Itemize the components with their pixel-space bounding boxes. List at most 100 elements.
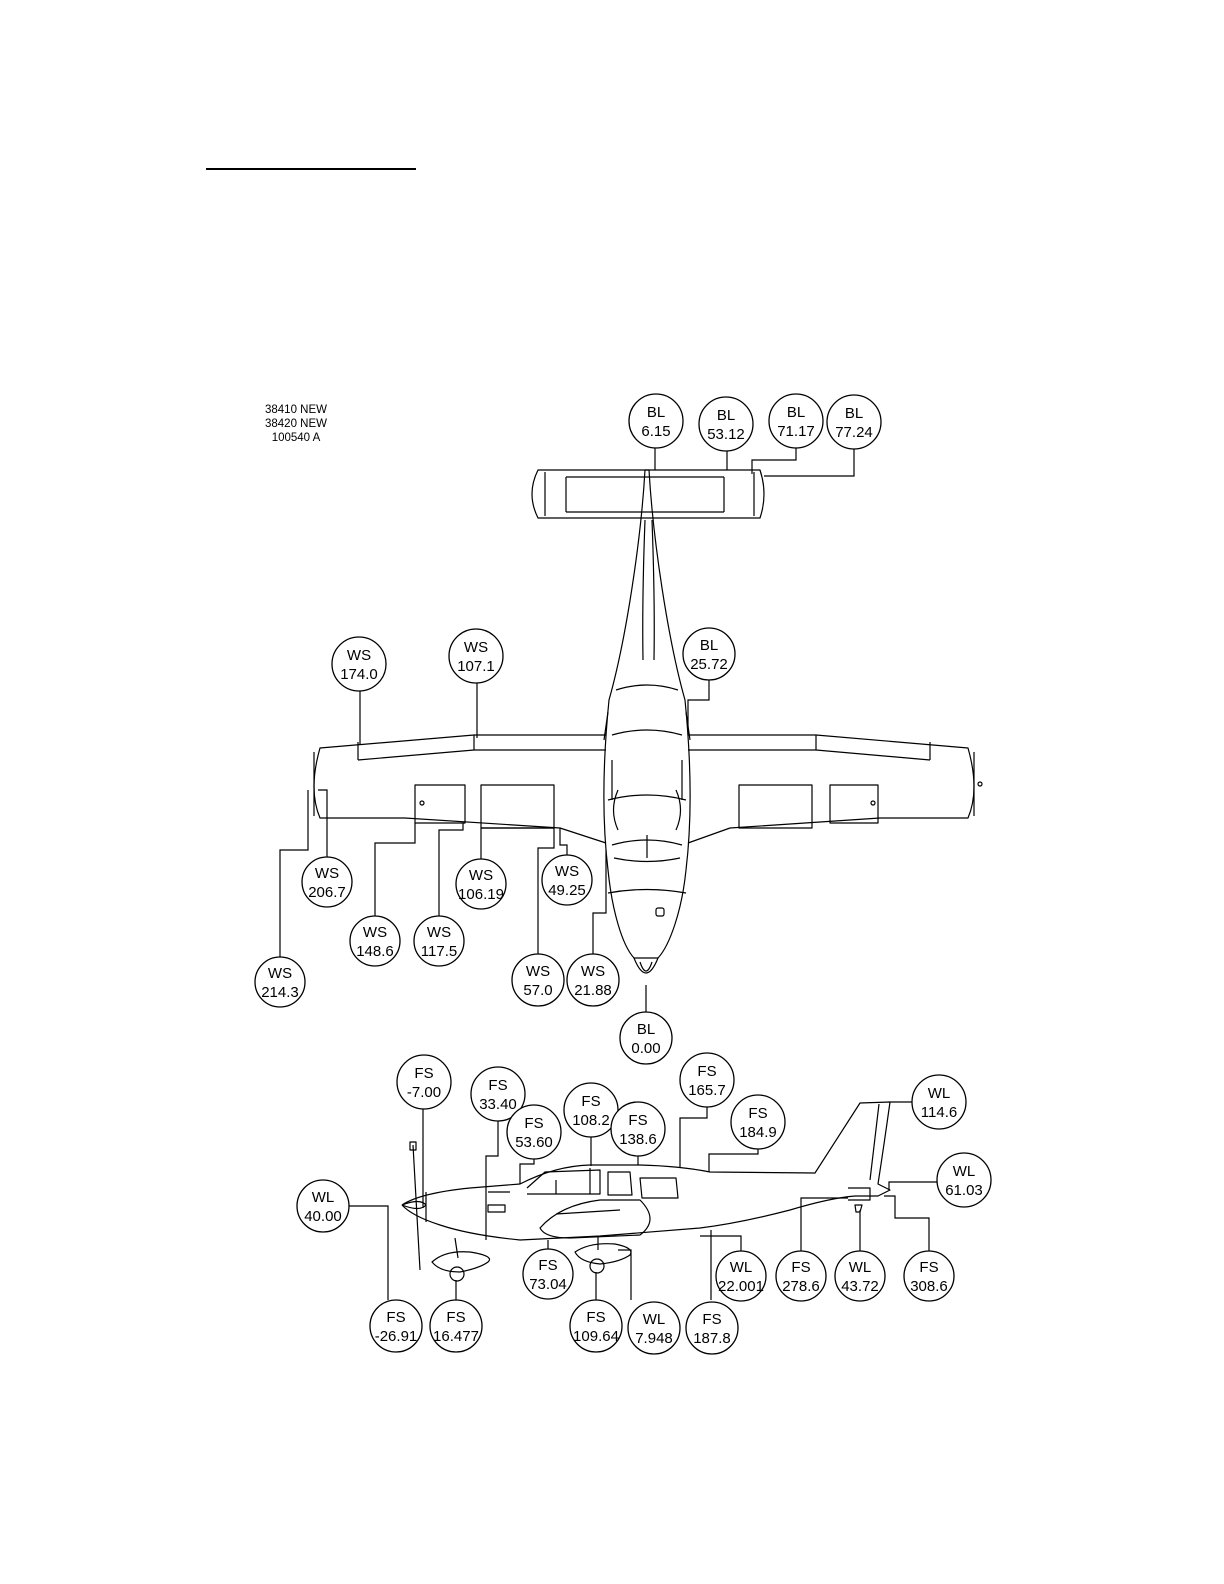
callout-code: WS [581,963,605,980]
callout-value: 33.40 [479,1096,517,1113]
callout-bl-6-15: BL6.15 [628,393,684,449]
callout-value: -26.91 [375,1328,418,1345]
callout-wl-61-03: WL 61.03 [936,1152,992,1208]
callout-circle [936,1152,992,1208]
callout-circle [448,628,504,684]
callout-value: -7.00 [407,1084,441,1101]
callout-circle [619,1011,673,1065]
callout-code: FS [581,1093,600,1110]
callout-circle [522,1248,574,1300]
callout-value: 206.7 [308,884,346,901]
callout-code: WS [427,924,451,941]
callout-code: WL [953,1163,976,1180]
callout-value: 184.9 [739,1124,777,1141]
left-wing [313,734,607,844]
callout-circle [455,858,507,910]
callout-value: 174.0 [340,666,378,683]
callout-code: WS [555,863,579,880]
callout-code: WS [464,639,488,656]
callout-circle [413,915,465,967]
callout-code: BL [717,407,735,424]
reference-number: 38420 NEW [264,418,327,430]
station-callouts: BL6.15BL53.12BL71.17BL77.24BL25.72WS174.… [254,393,992,1355]
side-view-aircraft [401,1101,891,1282]
horizontal-stabilizer [531,469,765,519]
reference-number: 100540 A [271,432,321,444]
callout-circle [349,915,401,967]
callout-code: WS [469,867,493,884]
callout-value: 21.88 [574,982,612,999]
callout-circle [715,1250,767,1302]
callout-circle [627,1301,681,1355]
callout-code: FS [538,1257,557,1274]
top-view-aircraft [313,469,983,974]
callout-circle [610,1101,666,1157]
callout-code: FS [791,1259,810,1276]
callout-circle [569,1299,623,1353]
callout-circle [730,1094,786,1150]
fuselage-side [401,1101,891,1282]
callout-circle [369,1299,423,1353]
callout-circle [775,1250,827,1302]
callout-value: 61.03 [945,1182,983,1199]
side-view-leader-lines [348,1101,938,1300]
callout-value: 7.948 [635,1330,673,1347]
callout-value: 73.04 [529,1276,567,1293]
callout-circle [301,856,353,908]
callout-value: 43.72 [841,1278,879,1295]
callout-code: FS [628,1112,647,1129]
callout-code: FS [919,1259,938,1276]
callout-code: FS [386,1309,405,1326]
callout-value: 49.25 [548,882,586,899]
callout-ws-117-5: WS 117.5 [413,915,465,967]
callout-value: 214.3 [261,984,299,1001]
callout-fs-73-04: FS 73.04 [522,1248,574,1300]
callout-circle [628,393,684,449]
callout-fs-m7-00: FS-7.00 [396,1054,452,1110]
callout-value: 57.0 [523,982,552,999]
callout-value: 117.5 [421,943,457,960]
callout-wl-7-948: WL7.948 [627,1301,681,1355]
callout-code: WL [849,1259,872,1276]
callout-circle [296,1179,350,1233]
callout-circle [254,956,306,1008]
callout-circle [826,394,882,450]
callout-ws-49-25: WS 49.25 [541,854,593,906]
callout-code: WS [526,963,550,980]
callout-value: 77.24 [835,424,873,441]
callout-value: 114.6 [921,1104,957,1121]
callout-circle [566,953,620,1007]
callout-value: 148.6 [356,943,394,960]
callout-circle [698,396,754,452]
callout-value: 109.64 [573,1328,619,1345]
callout-ws-57-0: WS 57.0 [511,953,565,1007]
callout-code: BL [647,404,665,421]
callout-value: 16.477 [433,1328,479,1345]
callout-code: WS [363,924,387,941]
callout-value: 71.17 [777,423,815,440]
callout-circle [685,1301,739,1355]
right-wing [687,734,983,844]
callout-circle [682,627,736,681]
callout-circle [470,1066,526,1122]
callout-value: 25.72 [690,656,728,673]
callout-code: WS [268,965,292,982]
callout-ws-214-3: WS 214.3 [254,956,306,1008]
callout-circle [506,1104,562,1160]
callout-circle [911,1074,967,1130]
callout-bl-0-00: BL0.00 [619,1011,673,1065]
